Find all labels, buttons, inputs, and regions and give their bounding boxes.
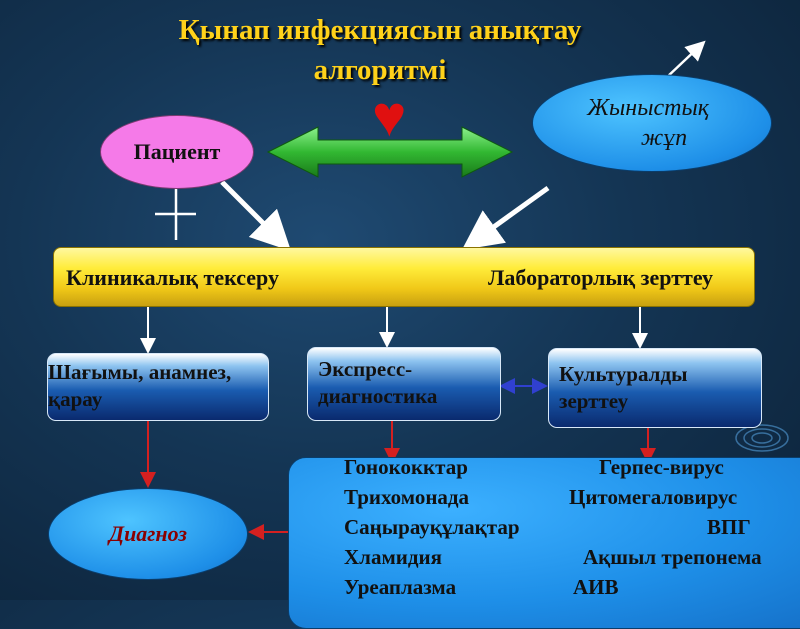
pathogen-left-3: Саңырауқұлақтар	[344, 515, 520, 539]
pathogen-left-5: Уреаплазма	[344, 575, 457, 599]
partner-out-arrow	[665, 40, 706, 79]
express-label: Экспресс- диагностика	[318, 356, 437, 410]
green-double-arrow	[266, 126, 514, 178]
diagnosis-label: Диагноз	[109, 521, 187, 546]
pathogen-left-1: Гонококктар	[344, 455, 468, 479]
patient-to-exam-arrow	[220, 180, 292, 252]
page-title: Қынап инфекциясын анықтау алгоритмі	[100, 10, 660, 90]
complaints-label-line-1: Шағымы, анамнез,	[48, 360, 232, 384]
clinical-exam-label: Клиникалық тексеру	[66, 265, 279, 290]
lab-research-label: Лабораторлық зерттеу	[488, 265, 714, 290]
culture-research-node: Культуралды зерттеу	[548, 348, 762, 428]
partner-label-line-2: жұп	[640, 125, 688, 151]
complaints-node: Шағымы, анамнез, қарау	[47, 353, 269, 421]
pathogen-right-1: Герпес-вирус	[599, 455, 724, 479]
partner-to-exam-arrow	[461, 185, 550, 250]
culture-label: Культуралды зерттеу	[559, 361, 687, 415]
express-label-line-1: Экспресс-	[318, 357, 413, 381]
pathogen-right-5: АИВ	[573, 575, 619, 599]
title-line-1: Қынап инфекциясын анықтау	[178, 14, 582, 46]
pathogen-right-3: ВПГ	[707, 515, 751, 539]
culture-label-line-1: Культуралды	[559, 362, 688, 386]
partner-label-line-1: Жыныстық	[587, 95, 709, 121]
complaints-label-line-2: қарау	[48, 387, 103, 411]
complaints-label: Шағымы, анамнез, қарау	[48, 359, 231, 413]
patient-node: Пациент	[100, 115, 254, 189]
pathogens-node: Гонококктар Трихомонада Саңырауқұлақтар …	[288, 455, 800, 629]
heart-icon: ♥	[372, 84, 407, 149]
partner-label: Жыныстық жұп	[587, 93, 709, 153]
venus-cross-icon	[155, 188, 196, 240]
pathogen-left-4: Хламидия	[344, 545, 442, 569]
diagnosis-node: Диагноз	[48, 488, 248, 580]
connector-layer	[140, 40, 789, 540]
express-diagnostics-node: Экспресс- диагностика	[307, 347, 501, 421]
pathogen-right-2: Цитомегаловирус	[569, 485, 738, 509]
culture-label-line-2: зерттеу	[559, 389, 629, 413]
pathogen-left-2: Трихомонада	[344, 485, 470, 509]
patient-label: Пациент	[133, 139, 221, 164]
examination-bar: Клиникалық тексеру Лабораторлық зерттеу	[53, 247, 755, 307]
partner-node: Жыныстық жұп	[532, 74, 772, 172]
ripple-decoration	[735, 424, 789, 452]
title-line-2: алгоритмі	[313, 54, 447, 86]
pathogen-right-4: Ақшыл трепонема	[583, 545, 762, 569]
express-label-line-2: диагностика	[318, 384, 438, 408]
